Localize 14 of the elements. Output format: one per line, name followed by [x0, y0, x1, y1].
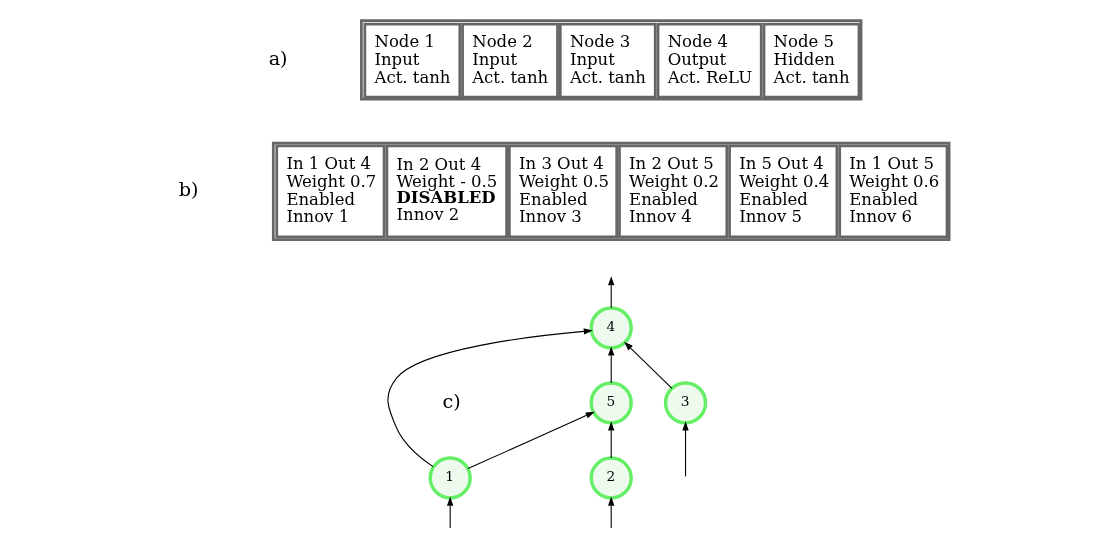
label: In 3 Out 4 Weight 0.5 Enabled Innov 3: [518, 153, 609, 227]
label: In 2 Out 5 Weight 0.2 Enabled Innov 4: [629, 153, 720, 227]
label: Node 3 Input Act. tanh: [569, 31, 646, 87]
label: Node 4 Output Act. ReLU: [667, 31, 753, 87]
label: c): [442, 390, 461, 414]
label: Node 2 Input Act. tanh: [472, 31, 549, 87]
label: Node 5 Hidden Act. tanh: [773, 31, 850, 87]
label: In 1 Out 4 Weight 0.7 Enabled Innov 1: [286, 153, 377, 227]
label: In 5 Out 4 Weight 0.4 Enabled Innov 5: [739, 153, 830, 227]
label: In 1 Out 5 Weight 0.6 Enabled Innov 6: [849, 153, 940, 227]
label: In 2 Out 4 Weight - 0.5 DISABLED Innov 2: [396, 155, 498, 224]
label: b): [178, 178, 199, 202]
label: Node 1 Input Act. tanh: [374, 31, 451, 87]
label: a): [268, 47, 288, 71]
